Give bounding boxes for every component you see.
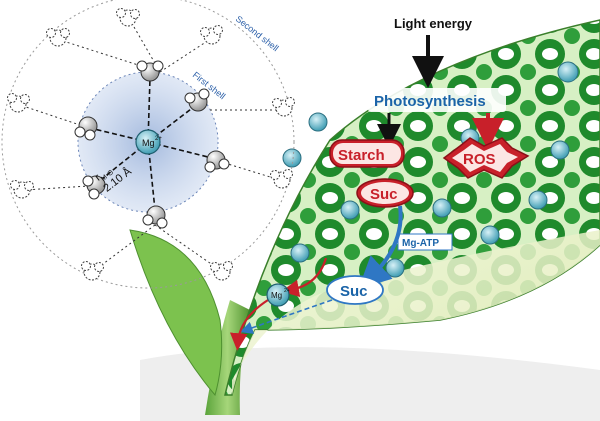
- photosynthesis-label: Photosynthesis: [374, 93, 486, 110]
- ground-shadow: [140, 347, 600, 421]
- second-shell-waters: [7, 8, 295, 281]
- second-shell-bonds: [19, 19, 282, 271]
- stem-mg-charge: 2+: [284, 288, 290, 294]
- stem-mg-ion: Mg 2+: [266, 283, 290, 307]
- suc-bottom-label: Suc: [340, 283, 368, 300]
- central-mg-label: Mg: [142, 138, 155, 148]
- stem-mg-label: Mg: [271, 291, 282, 300]
- mg-uptake-arrow: [281, 257, 328, 298]
- phloem-arrow: [239, 299, 333, 334]
- central-mg-charge: 2+: [155, 136, 162, 142]
- photosynthesis-box: [368, 88, 506, 112]
- suc-top-label: Suc: [370, 186, 398, 203]
- starch-node: Starch: [329, 139, 405, 168]
- ros-node: ROS: [442, 137, 530, 179]
- second-shell-ring: [1, 0, 295, 289]
- distance-symbol: r: [93, 172, 104, 184]
- suc-transport-arrow: [358, 205, 403, 289]
- first-shell-waters: [74, 60, 230, 229]
- light-energy-label: Light energy: [394, 16, 473, 31]
- starch-label: Starch: [338, 147, 385, 164]
- mg-stem-arrow: [229, 299, 269, 351]
- suc-bottom-node: Suc: [326, 275, 384, 305]
- second-shell-label: Second shell: [234, 14, 281, 54]
- small-leaf: [129, 229, 223, 397]
- mg-atp-label: Mg-ATP: [402, 238, 439, 249]
- big-leaf: [224, 19, 600, 396]
- ros-label: ROS: [463, 151, 496, 168]
- suc-top-node: Suc: [356, 178, 414, 208]
- central-mg-ion: Mg 2+: [135, 129, 162, 155]
- mg-atp-node: Mg-ATP: [397, 233, 453, 251]
